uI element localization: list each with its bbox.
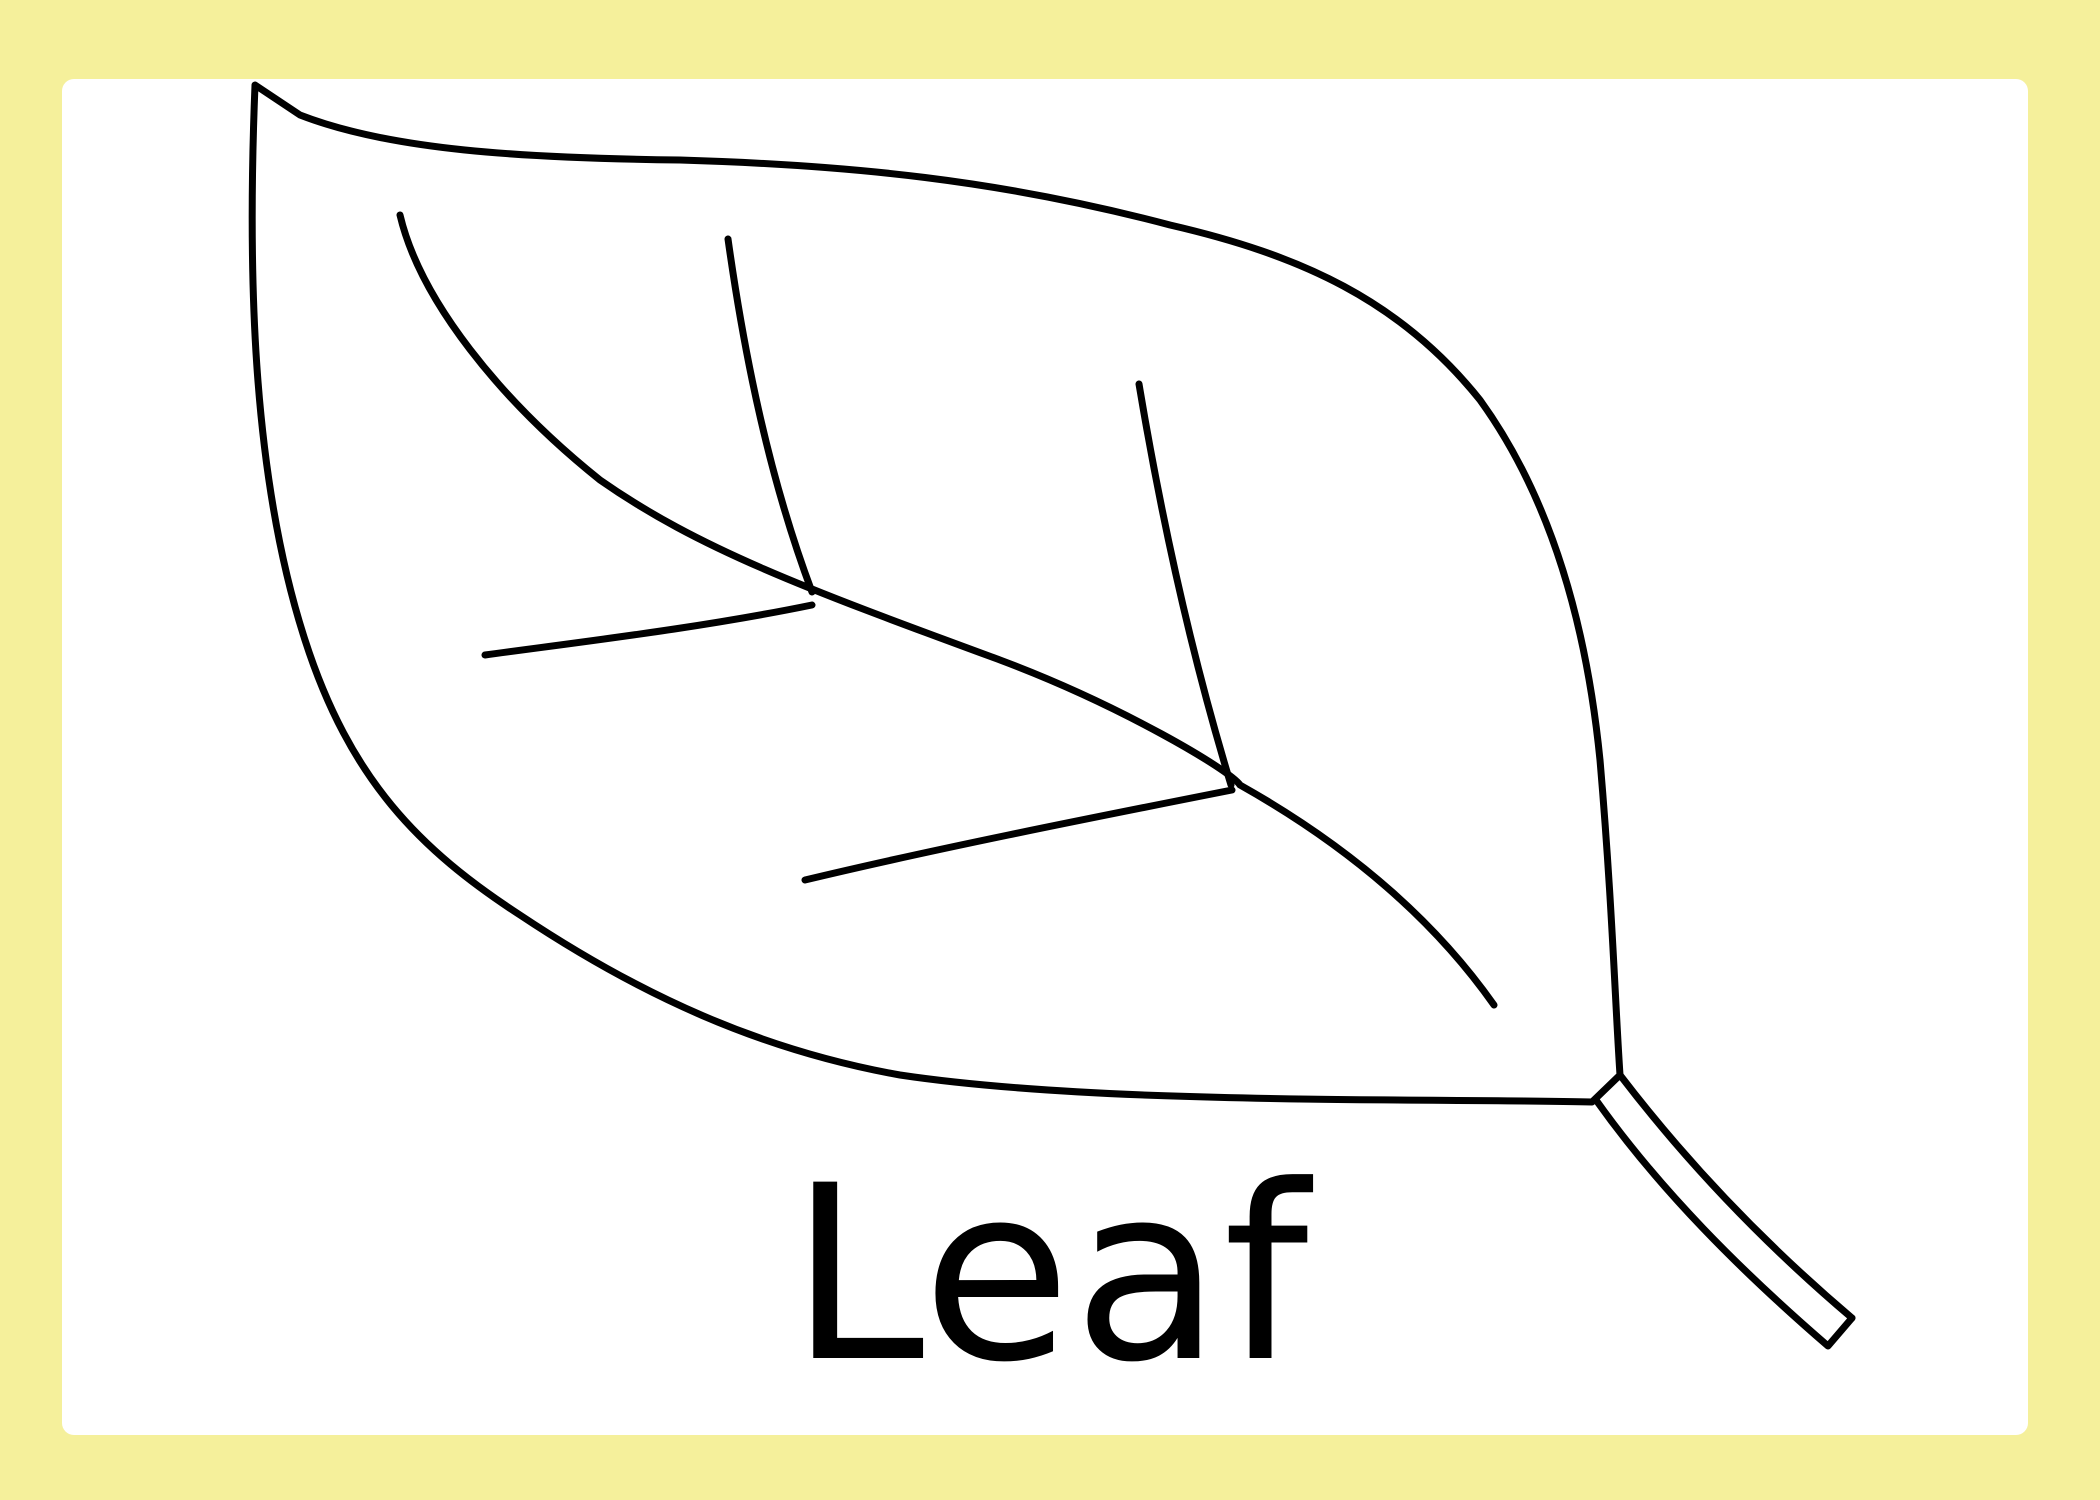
leaf-stem-inner — [1616, 1071, 1856, 1322]
leaf-vein-lower-2 — [801, 786, 1236, 884]
leaf-vein-upper-1 — [724, 235, 816, 596]
leaf-midrib — [396, 211, 1498, 1009]
leaf-vein-upper-2 — [1135, 380, 1235, 789]
card-caption: Leaf — [789, 1134, 1311, 1416]
leaf-vein-lower-1 — [481, 601, 816, 659]
leaf-outline — [248, 81, 1624, 1106]
leaf-stem-outer — [1592, 1096, 1856, 1350]
flashcard — [62, 79, 2028, 1435]
